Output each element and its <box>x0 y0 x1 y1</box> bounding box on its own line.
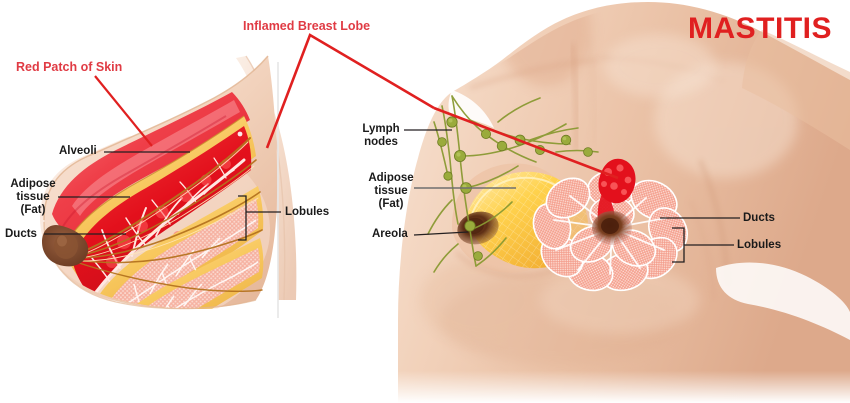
label-lobules-right: Lobules <box>737 239 782 251</box>
nipple-highlight <box>57 235 67 247</box>
leader-inflamed-lobe-right <box>433 106 619 180</box>
patch-inner-line <box>57 115 227 237</box>
inflamed-alveoli-front <box>601 164 632 195</box>
left-bottom-fade <box>0 300 300 403</box>
leader-areola <box>413 231 469 236</box>
lobules-tissue-2 <box>118 248 260 309</box>
label-lobules: Lobules <box>285 206 330 218</box>
label-lymph-nodes: Lymph nodes <box>362 123 400 148</box>
arm-shadow <box>742 30 850 150</box>
cross-section-contents <box>40 92 270 309</box>
bracket-lobules-left <box>238 195 247 241</box>
adipose-edge-1 <box>61 115 245 253</box>
label-ducts-right: Ducts <box>743 212 775 224</box>
right-bottom-fade <box>380 318 850 403</box>
patch-highlight <box>72 100 240 216</box>
leader-lines <box>44 33 740 263</box>
chest-wall <box>236 56 297 300</box>
label-ducts: Ducts <box>5 228 37 240</box>
breast-upper-outline <box>43 55 269 221</box>
duct-lumen <box>77 141 259 262</box>
duct-channels <box>75 137 263 293</box>
leader-inflamed-breast-lobe <box>265 33 435 149</box>
lobule-petals <box>532 170 689 292</box>
nipple-profile <box>54 233 78 259</box>
lobe-highlight-dot <box>237 131 243 137</box>
label-adipose-tissue-fat: Adipose tissue (Fat) <box>10 178 56 216</box>
label-alveoli: Alveoli <box>59 145 97 157</box>
right-breast-lobules <box>532 158 689 292</box>
right-torso-figure <box>380 2 850 403</box>
leader-red-patch-of-skin <box>94 75 153 147</box>
label-red-patch-of-skin: Red Patch of Skin <box>16 60 123 74</box>
label-areola: Areola <box>372 228 408 240</box>
nipple-right-breast <box>601 218 619 234</box>
label-adipose-tissue-fat-right: Adipose tissue (Fat) <box>368 172 414 210</box>
left-cross-section-figure <box>0 55 300 403</box>
label-inflamed-breast-lobe: Inflamed Breast Lobe <box>243 19 371 33</box>
lobe-duct-tree <box>91 157 246 294</box>
page-title: MASTITIS <box>688 12 832 45</box>
